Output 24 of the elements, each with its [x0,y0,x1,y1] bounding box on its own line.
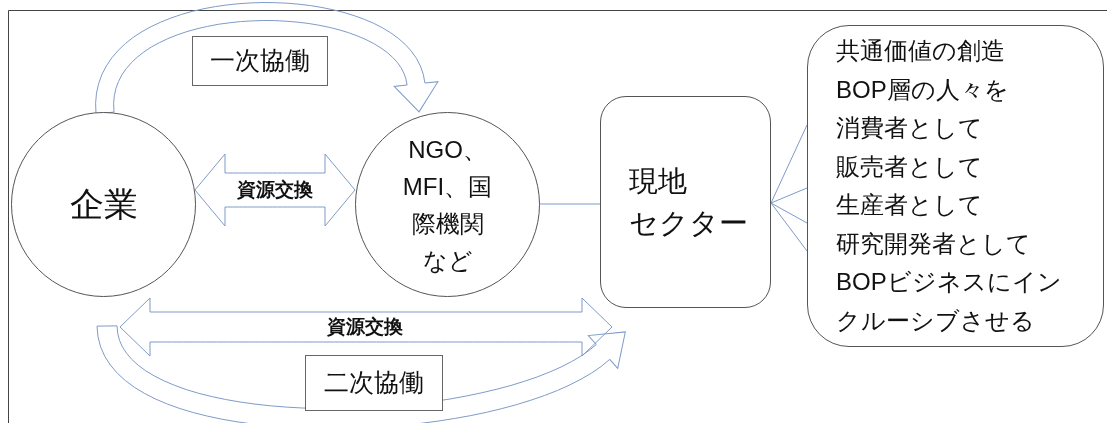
label-box [305,355,443,411]
node-label: BOPビジネスにインクルーシブさせる [836,267,1063,336]
connector-line [539,203,601,205]
node-label: セクター [629,206,749,241]
node-label: 共通価値の創造 [836,36,1006,66]
node-label: 企業 [69,184,138,225]
connector-line [770,187,808,204]
label-box [192,36,328,86]
node-label: NGO、MFI、国際機関など [401,134,494,276]
node-label: 二次協働 [324,368,424,398]
node-label: BOP層の人々を [836,74,1010,105]
callout-panel [807,25,1104,347]
node-label: 販売者として [836,151,984,182]
rounded-box [600,96,771,308]
connector-line [770,202,808,224]
node-label: 消費者として [836,113,984,143]
edge-label: 資源交換 [235,179,315,201]
edge-label: 資源交換 [325,316,405,338]
node-label: 現地 [629,164,688,199]
connector-line [770,124,808,204]
node-label: 研究開発者として [836,228,1032,259]
node-label: 生産者として [836,190,984,220]
connector-line [770,202,808,252]
node-label: 一次協働 [210,46,310,76]
